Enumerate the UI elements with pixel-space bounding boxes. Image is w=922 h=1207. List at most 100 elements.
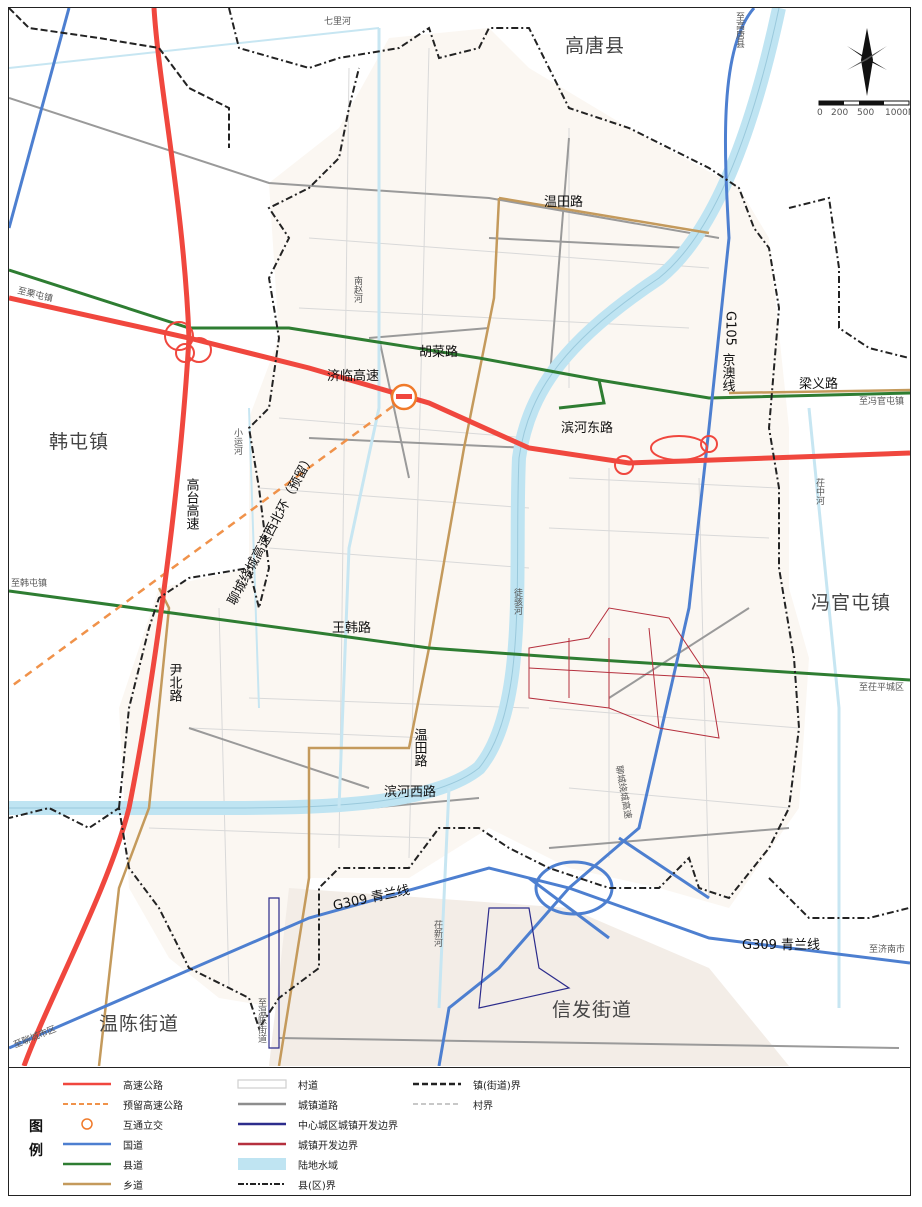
township-roads (97, 196, 910, 1066)
label-to-fengguantun: 至冯官屯镇 (859, 395, 904, 407)
legend-label: 乡道 (123, 1180, 143, 1192)
town-label-gaotang: 高唐县 (565, 35, 625, 57)
legend-swatch (238, 1102, 286, 1106)
legend-swatch (63, 1182, 111, 1186)
national-roads (9, 8, 910, 1066)
label-g309-right: G309 青兰线 (742, 938, 820, 953)
legend-label: 城镇开发边界 (298, 1140, 358, 1152)
legend-item: 城镇道路 (234, 1096, 338, 1112)
label-binhe-west: 滨河西路 (384, 784, 436, 800)
legend-item: 预留高速公路 (59, 1096, 183, 1112)
legend-label: 村道 (298, 1080, 318, 1092)
label-to-hantun: 至韩屯镇 (11, 577, 47, 589)
town-boundary-east (768, 196, 910, 919)
village-roads (148, 47, 800, 989)
liangyi-road-line (728, 388, 910, 395)
town-label-fengguantun: 冯官屯镇 (811, 592, 891, 614)
wentian-road-vertical (277, 197, 501, 1066)
label-wanghan-road: 王韩路 (332, 620, 371, 636)
chizhong-river (807, 407, 841, 1008)
legend-item: 中心城区城镇开发边界 (234, 1116, 398, 1132)
legend-swatch (413, 1082, 461, 1086)
legend-swatch (238, 1183, 286, 1185)
legend-label: 高速公路 (123, 1080, 163, 1092)
scale-tick-500: 500 (857, 108, 874, 118)
legend-label: 中心城区城镇开发边界 (298, 1120, 398, 1132)
town-boundary-line (9, 8, 801, 1031)
label-binhe-east: 滨河东路 (561, 420, 613, 436)
legend-item: 县(区)界 (234, 1176, 336, 1192)
label-qili-river: 七里河 (324, 15, 351, 27)
legend-swatch (63, 1103, 111, 1105)
label-nanzhao-river: 南赵河 (352, 275, 363, 303)
expressway-interchanges (164, 321, 718, 475)
label-xiaolu-river: 小运河 (232, 428, 243, 455)
qili-river (9, 27, 380, 69)
town-boundary-north (9, 8, 230, 148)
scale-tick-0: 0 (817, 108, 823, 118)
label-jianyu-river: 徒骇河 (512, 587, 523, 615)
urban-area-fill (269, 888, 789, 1066)
legend-item: 互通立交 (59, 1116, 163, 1132)
legend-label: 村界 (473, 1100, 493, 1112)
town-dev-boundary (528, 607, 720, 739)
xiaoyunhe-river-edge (9, 8, 780, 809)
legend-label: 陆地水域 (298, 1160, 338, 1172)
label-chixin-river: 茌新河 (432, 920, 443, 947)
legend-swatch (63, 1162, 111, 1166)
legend-item: 乡道 (59, 1176, 143, 1192)
yinbei-road-line (97, 587, 171, 1066)
legend-item: 镇(街道)界 (409, 1076, 521, 1092)
town-label-xinfa: 信发街道 (552, 999, 632, 1021)
central-dev-boundary (268, 897, 571, 1049)
label-to-chiping: 至茌平城区 (859, 682, 904, 693)
legend-label: 国道 (123, 1140, 143, 1152)
label-wentian-road-vertical: 温田路 (412, 728, 428, 767)
legend-item: 县道 (59, 1156, 143, 1172)
label-wentian-road: 温田路 (544, 194, 583, 210)
legend-label: 县道 (123, 1160, 143, 1172)
interchange-binhe (650, 435, 708, 461)
legend-label: 县(区)界 (298, 1180, 336, 1192)
legend-panel: 图 例 高速公路预留高速公路互通立交国道县道乡道 村道城镇道路中心城区城镇开发边界… (9, 1067, 910, 1195)
north-arrow-icon (847, 28, 887, 96)
legend-item: 村道 (234, 1076, 318, 1092)
water-bodies (9, 8, 841, 1009)
legend-swatch (238, 1158, 286, 1170)
label-g105: G105 (723, 311, 738, 346)
legend-title-2: 例 (29, 1143, 43, 1159)
legend-swatch (237, 1079, 287, 1089)
legend-swatch (413, 1103, 461, 1105)
nanzhao-river (337, 28, 381, 809)
legend-swatch (81, 1118, 93, 1130)
scale-tick-200: 200 (831, 108, 848, 118)
legend-swatch (63, 1082, 111, 1086)
label-chizhong-river: 茌中河 (814, 478, 825, 505)
wentian-road-line (498, 196, 710, 235)
label-to-gaotang: 至高唐县 (734, 12, 745, 49)
label-hucai-road: 胡菜路 (419, 344, 458, 360)
legend-title-1: 图 (29, 1119, 43, 1135)
legend-label: 镇(街道)界 (473, 1080, 521, 1092)
label-to-jinan: 至济南市 (869, 943, 905, 955)
label-liangyi-road: 梁义路 (799, 376, 838, 392)
g105-line (437, 8, 756, 1066)
legend-label: 预留高速公路 (123, 1100, 183, 1112)
map-canvas: 0 200 500 1000M 高唐县 韩屯镇 冯官屯镇 温陈街道 信发街道 温… (9, 8, 910, 1066)
town-label-wenchen: 温陈街道 (99, 1013, 179, 1035)
legend-item: 陆地水域 (234, 1156, 338, 1172)
legend-swatch (238, 1142, 286, 1146)
legend-label: 互通立交 (123, 1120, 163, 1132)
wanghan-road-line (9, 589, 910, 682)
interchange-gaotai (164, 321, 194, 351)
label-to-wenchen: 至温陈街道 (256, 998, 267, 1044)
chixin-river (437, 787, 451, 1009)
legend-item: 城镇开发边界 (234, 1136, 358, 1152)
legend-item: 高速公路 (59, 1076, 163, 1092)
legend-label: 城镇道路 (298, 1100, 338, 1112)
scale-bar: 0 200 500 1000M (817, 100, 910, 118)
label-yinbei-road: 尹北路 (167, 663, 183, 702)
label-gaotai-expressway: 高台高速 (184, 477, 200, 530)
gaotai-expressway-line (21, 8, 192, 1066)
national-road-west (9, 8, 71, 229)
